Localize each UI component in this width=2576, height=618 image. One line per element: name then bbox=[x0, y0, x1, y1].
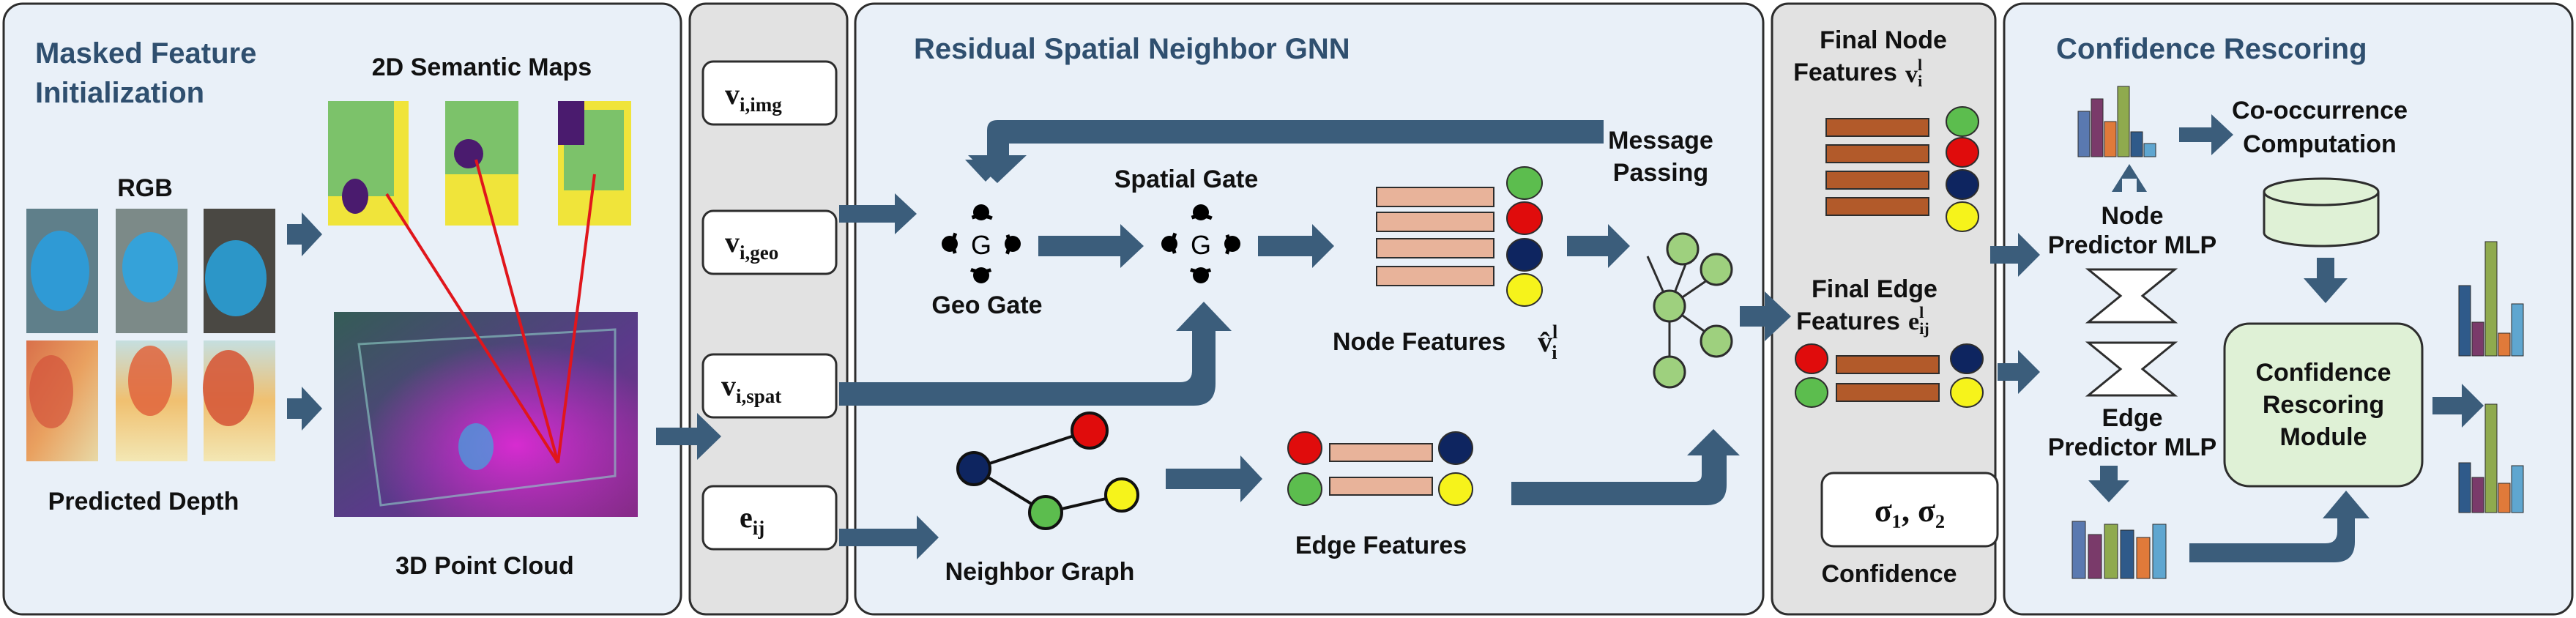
predicted-depth-label: Predicted Depth bbox=[48, 488, 239, 515]
svg-text:vi,img: vi,img bbox=[725, 78, 782, 116]
neighbor-graph-label: Neighbor Graph bbox=[945, 558, 1135, 586]
arrow-icon bbox=[839, 302, 1232, 406]
panel-embeddings bbox=[688, 2, 849, 616]
cooccurrence-label-2: Computation bbox=[2243, 130, 2397, 158]
module-label-3: Module bbox=[2280, 423, 2367, 451]
node-feature-dots bbox=[1506, 166, 1543, 307]
v-geo-sub: i,geo bbox=[740, 242, 778, 264]
edge-mlp-label-1: Edge bbox=[2102, 404, 2162, 432]
geo-gate-symbol: G bbox=[971, 230, 991, 260]
node-mlp-label-1: Node bbox=[2102, 202, 2164, 230]
histogram-icon bbox=[2458, 403, 2524, 513]
edge-mlp-label-2: Predictor MLP bbox=[2048, 433, 2216, 461]
gate-icon: G bbox=[1161, 204, 1240, 283]
rgb-images bbox=[26, 209, 275, 333]
svg-text:σ₁, σ₂: σ₁, σ₂ bbox=[1875, 493, 1945, 529]
histogram-icon bbox=[2077, 86, 2156, 157]
svg-text:vi,geo: vi,geo bbox=[725, 226, 778, 264]
feedback-arrow bbox=[965, 120, 1604, 183]
v-img-sub: i,img bbox=[740, 94, 782, 116]
panel-title-gnn: Residual Spatial Neighbor GNN bbox=[914, 33, 1350, 65]
final-edge-label-2: Features bbox=[1796, 308, 1900, 335]
embedding-box-v-spat: vi,spat bbox=[701, 353, 838, 419]
semantic-maps bbox=[328, 101, 631, 226]
e-ij-base: e bbox=[740, 501, 753, 534]
panel-title-init-1: Masked Feature bbox=[35, 37, 256, 70]
projection-rays bbox=[385, 159, 596, 464]
neighbor-graph bbox=[956, 412, 1139, 530]
edge-feature-icon bbox=[1287, 431, 1473, 506]
spatial-gate-label: Spatial Gate bbox=[1114, 165, 1259, 193]
point-cloud-image bbox=[334, 312, 638, 517]
e-ij-sub: ij bbox=[753, 517, 765, 539]
rescoring-module: Confidence Rescoring Module bbox=[2223, 322, 2424, 488]
v-img-base: v bbox=[725, 78, 740, 111]
final-edge-label-1: Final Edge bbox=[1812, 275, 1937, 303]
v-spat-base: v bbox=[721, 369, 736, 402]
arrow-icon bbox=[1511, 429, 1740, 505]
node-mlp-label-2: Predictor MLP bbox=[2048, 231, 2216, 259]
rgb-label: RGB bbox=[117, 174, 173, 202]
final-node-bars bbox=[1825, 118, 1929, 216]
module-label-2: Rescoring bbox=[2263, 391, 2384, 419]
mlp-bowtie-icon bbox=[2085, 268, 2178, 397]
panel-title-rescoring: Confidence Rescoring bbox=[2056, 33, 2367, 65]
edge-features-label: Edge Features bbox=[1295, 532, 1467, 559]
arrow-icon bbox=[839, 193, 1630, 559]
depth-images bbox=[26, 340, 275, 461]
confidence-label: Confidence bbox=[1821, 560, 1957, 588]
sigma-box: σ₁, σ₂ bbox=[1820, 472, 1999, 548]
message-passing-label-2: Passing bbox=[1613, 159, 1708, 187]
histogram-icon bbox=[2071, 521, 2167, 579]
final-node-label-1: Final Node bbox=[1820, 26, 1947, 54]
histogram-icon bbox=[2458, 241, 2524, 357]
spatial-gate-symbol: G bbox=[1191, 230, 1211, 260]
v-spat-sub: i,spat bbox=[736, 385, 781, 407]
final-node-label-2: Features bbox=[1793, 59, 1897, 86]
arrow-icon bbox=[1990, 233, 2040, 394]
v-geo-base: v bbox=[725, 226, 740, 258]
embedding-box-e-ij: eij bbox=[701, 485, 838, 551]
arrow-icon bbox=[2088, 114, 2484, 562]
database-icon bbox=[2263, 177, 2380, 247]
final-edge-icon bbox=[1795, 343, 1984, 408]
gate-icon: G bbox=[942, 204, 1021, 283]
graph-icon bbox=[1646, 232, 1733, 389]
geo-gate-label: Geo Gate bbox=[931, 291, 1042, 319]
node-features-label: Node Features bbox=[1333, 328, 1505, 356]
embedding-box-v-geo: vi,geo bbox=[701, 209, 838, 275]
svg-text:vi,spat: vi,spat bbox=[721, 369, 781, 407]
arrow-icon bbox=[1740, 291, 1791, 341]
svg-text:eij: eij bbox=[740, 501, 764, 539]
embedding-box-v-img: vi,img bbox=[701, 60, 838, 126]
final-node-dots bbox=[1946, 106, 1979, 232]
panel-title-init-2: Initialization bbox=[35, 77, 204, 109]
node-feature-bars bbox=[1376, 187, 1494, 286]
arrow-icon bbox=[287, 212, 721, 460]
module-label-1: Confidence bbox=[2255, 359, 2391, 387]
semantic-maps-label: 2D Semantic Maps bbox=[372, 53, 592, 81]
message-passing-label-1: Message bbox=[1608, 127, 1713, 154]
point-cloud-label: 3D Point Cloud bbox=[395, 552, 574, 580]
cooccurrence-label-1: Co-occurrence bbox=[2232, 97, 2408, 124]
